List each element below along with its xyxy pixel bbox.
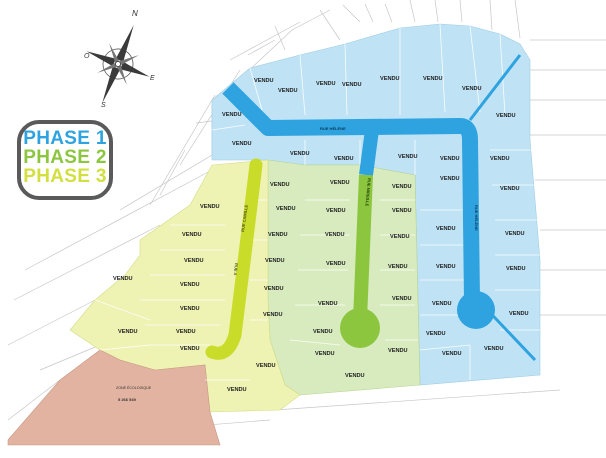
lot-label: VENDU bbox=[276, 206, 296, 212]
legend-phase1: PHASE 1 bbox=[23, 128, 107, 149]
street-label-phase3-road: RUE CAMILLE bbox=[240, 204, 249, 232]
ecological-zone-area bbox=[7, 349, 221, 446]
lot-label: VENDU bbox=[278, 88, 298, 94]
street-label-phase3-road-b: RUE A bbox=[233, 263, 239, 276]
lot-label: VENDU bbox=[509, 311, 529, 317]
lot-label: VENDU bbox=[442, 351, 462, 357]
lot-label: VENDU bbox=[200, 204, 220, 210]
lot-label: VENDU bbox=[180, 346, 200, 352]
lot-label: VENDU bbox=[496, 113, 516, 119]
lot-label: VENDU bbox=[380, 76, 400, 82]
lot-label: VENDU bbox=[505, 231, 525, 237]
lot-label: VENDU bbox=[490, 156, 510, 162]
phase2-road bbox=[340, 174, 380, 348]
lot-label: VENDU bbox=[232, 141, 252, 147]
lot-label: VENDU bbox=[484, 346, 504, 352]
lot-label: VENDU bbox=[182, 232, 202, 238]
compass-east-label: E bbox=[150, 75, 155, 82]
lot-label: VENDU bbox=[436, 226, 456, 232]
lot-label: VENDU bbox=[176, 329, 196, 335]
sold-lots-phase1: VENDU VENDU VENDU VENDU VENDU VENDU VEND… bbox=[222, 76, 529, 357]
compass-north-label: N bbox=[132, 9, 138, 18]
lot-label: VENDU bbox=[180, 282, 200, 288]
lot-label: VENDU bbox=[180, 306, 200, 312]
lot-label: VENDU bbox=[392, 208, 412, 214]
lot-label: VENDU bbox=[426, 331, 446, 337]
lot-label: VENDU bbox=[326, 208, 346, 214]
lot-label: VENDU bbox=[268, 232, 288, 238]
compass-west-label: O bbox=[84, 53, 90, 60]
lot-label: VENDU bbox=[326, 261, 346, 267]
lot-label: VENDU bbox=[263, 312, 283, 318]
lot-label: VENDU bbox=[423, 76, 443, 82]
lot-label: VENDU bbox=[440, 176, 460, 182]
lot-label: VENDU bbox=[315, 351, 335, 357]
lot-label: VENDU bbox=[184, 258, 204, 264]
lot-label: VENDU bbox=[113, 276, 133, 282]
street-label-rue-helene-east: RUE HÉLÈNE bbox=[474, 205, 479, 231]
lot-label: VENDU bbox=[506, 266, 526, 272]
phase3-road bbox=[205, 158, 263, 360]
street-label-rue-helene-top: RUE HÉLÈNE bbox=[320, 126, 346, 131]
legend-phase3: PHASE 3 bbox=[23, 166, 107, 187]
compass-south-label: S bbox=[101, 102, 106, 109]
lot-label: VENDU bbox=[254, 78, 274, 84]
lot-label: VENDU bbox=[313, 329, 333, 335]
sold-lots-phase2: VENDU VENDU VENDU VENDU VENDU VENDU VEND… bbox=[313, 180, 412, 379]
ecological-zone-label: ZONE ÉCOLOGIQUE bbox=[116, 385, 152, 390]
lot-label: VENDU bbox=[342, 82, 362, 88]
lot-label: VENDU bbox=[227, 387, 247, 393]
compass-rose: N S E O bbox=[84, 9, 155, 109]
lot-label: VENDU bbox=[265, 258, 285, 264]
lot-label: VENDU bbox=[345, 373, 365, 379]
lot-label: VENDU bbox=[432, 301, 452, 307]
phase-legend: PHASE 1 PHASE 2 PHASE 3 bbox=[17, 120, 113, 200]
compass-icon bbox=[86, 25, 150, 103]
lot-label: VENDU bbox=[222, 112, 242, 118]
lot-label: VENDU bbox=[325, 232, 345, 238]
lot-label: VENDU bbox=[500, 186, 520, 192]
ecological-zone-lot-number: 5 266 549 bbox=[118, 397, 137, 402]
lot-label: VENDU bbox=[318, 301, 338, 307]
phase2-area bbox=[267, 159, 421, 396]
lot-label: VENDU bbox=[440, 156, 460, 162]
lot-label: VENDU bbox=[118, 329, 138, 335]
neighbour-lots bbox=[7, 0, 606, 441]
sold-lots-phase3: VENDU VENDU VENDU VENDU VENDU VENDU VEND… bbox=[113, 182, 296, 393]
lot-label: VENDU bbox=[264, 286, 284, 292]
lot-label: VENDU bbox=[270, 182, 290, 188]
lot-label: VENDU bbox=[330, 180, 350, 186]
lot-label: VENDU bbox=[256, 363, 276, 369]
lot-lines bbox=[94, 23, 540, 381]
lot-label: VENDU bbox=[390, 234, 410, 240]
street-label-phase2-road: RUE MIREILLE bbox=[365, 178, 372, 207]
lot-label: VENDU bbox=[388, 348, 408, 354]
lot-label: VENDU bbox=[398, 154, 418, 160]
lot-label: VENDU bbox=[436, 264, 456, 270]
legend-phase2: PHASE 2 bbox=[23, 147, 107, 168]
lot-label: VENDU bbox=[462, 86, 482, 92]
phase1-road bbox=[222, 54, 537, 362]
lot-label: VENDU bbox=[334, 156, 354, 162]
lot-label: VENDU bbox=[392, 296, 412, 302]
lot-label: VENDU bbox=[388, 264, 408, 270]
lot-label: VENDU bbox=[316, 81, 336, 87]
lot-label: VENDU bbox=[392, 184, 412, 190]
lot-label: VENDU bbox=[290, 151, 310, 157]
